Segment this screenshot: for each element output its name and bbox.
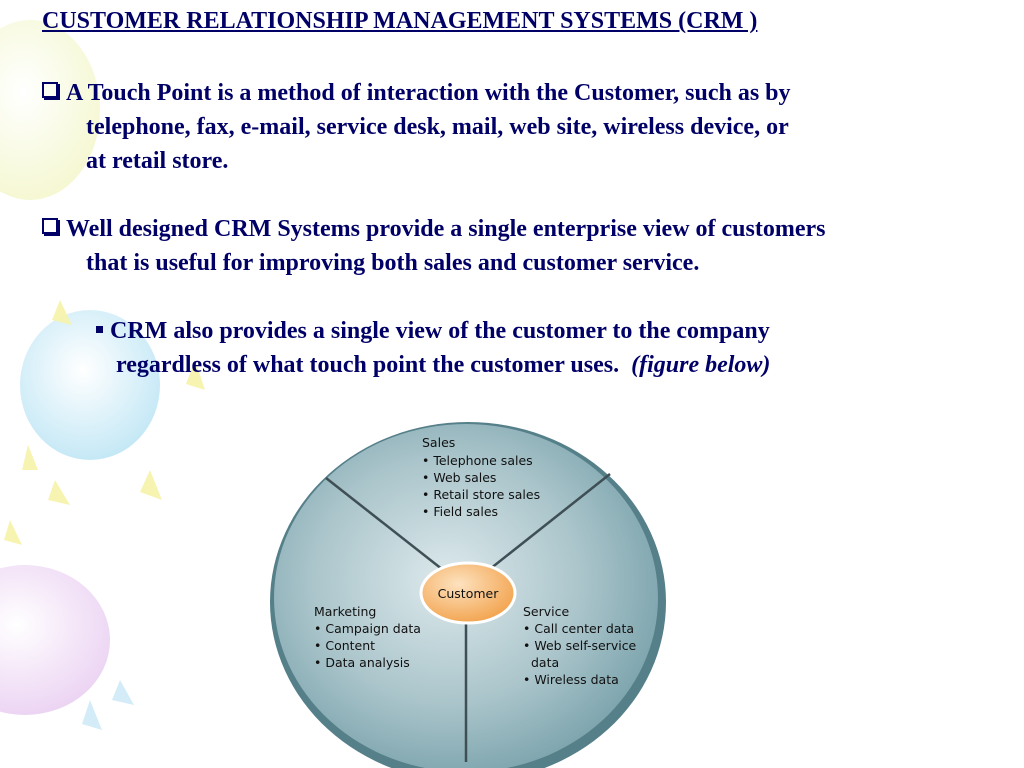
customer-hub (419, 561, 517, 625)
figure-reference: (figure below) (631, 352, 771, 378)
segment-title: Marketing (314, 604, 376, 619)
segment-title: Sales (422, 435, 455, 450)
segment-item: data (531, 655, 559, 670)
segment-item: • Campaign data (314, 621, 421, 636)
segment-item: • Web sales (422, 470, 496, 485)
segment-item: • Telephone sales (422, 453, 533, 468)
bullet-text: Well designed CRM Systems provide a sing… (66, 216, 826, 242)
sub-bullet-single-view: CRM also provides a single view of the c… (96, 314, 770, 382)
bullet-text: A Touch Point is a method of interaction… (66, 80, 791, 106)
bullet-touch-point: A Touch Point is a method of interaction… (42, 76, 791, 178)
segment-title: Service (523, 604, 570, 619)
crm-touchpoint-diagram: Customer Sales • Telephone sales • Web s… (270, 422, 666, 768)
service-segment: Service • Call center data • Web self-se… (523, 604, 637, 687)
customer-label: Customer (438, 586, 500, 601)
sparkle-decoration (4, 300, 205, 545)
segment-item: • Call center data (523, 621, 634, 636)
segment-item: • Data analysis (314, 655, 410, 670)
segment-item: • Retail store sales (422, 487, 540, 502)
segment-item: • Wireless data (523, 672, 619, 687)
segment-item: • Content (314, 638, 375, 653)
bullet-crm-systems: Well designed CRM Systems provide a sing… (42, 212, 825, 280)
bullet-text: at retail store. (86, 148, 229, 174)
bullet-text: regardless of what touch point the custo… (116, 352, 620, 378)
segment-item: • Field sales (422, 504, 498, 519)
segment-item: • Web self-service (523, 638, 637, 653)
sales-segment: Sales • Telephone sales • Web sales • Re… (422, 435, 540, 519)
checkbox-bullet-icon (42, 218, 58, 234)
square-bullet-icon (96, 326, 103, 333)
marketing-segment: Marketing • Campaign data • Content • Da… (314, 604, 421, 670)
sparkle-decoration-blue (82, 680, 134, 730)
checkbox-bullet-icon (42, 82, 58, 98)
balloon-decoration (0, 20, 160, 715)
bullet-text: CRM also provides a single view of the c… (110, 318, 770, 344)
bullet-text: telephone, fax, e-mail, service desk, ma… (86, 114, 789, 140)
bullet-text: that is useful for improving both sales … (86, 250, 700, 276)
slide-title: CUSTOMER RELATIONSHIP MANAGEMENT SYSTEMS… (42, 8, 758, 34)
